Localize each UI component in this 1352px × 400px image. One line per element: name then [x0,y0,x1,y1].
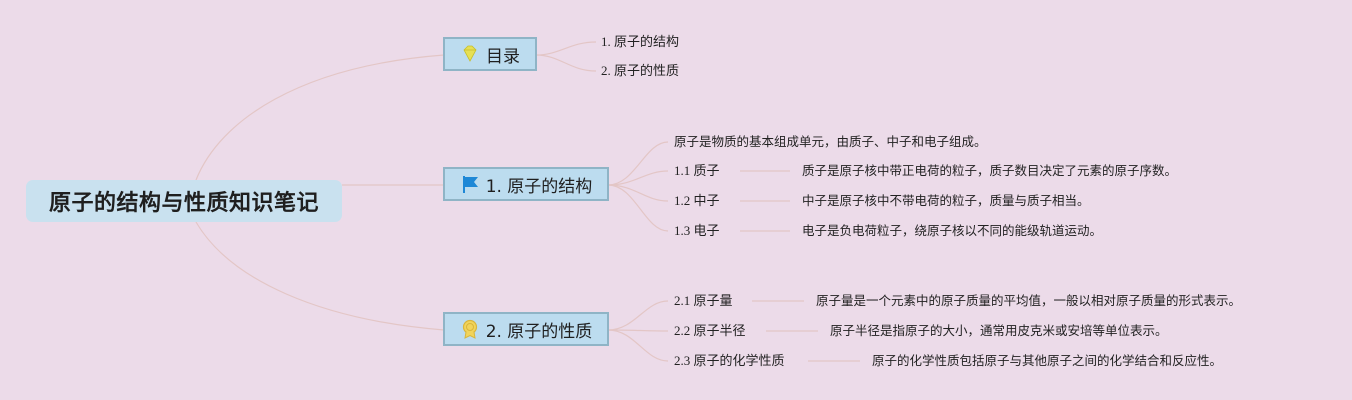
structure-desc-neutron[interactable]: 中子是原子核中不带电荷的粒子，质量与质子相当。 [802,193,1090,208]
connector-structure-2 [607,184,669,202]
properties-desc-atomic-mass[interactable]: 原子量是一个元素中的原子质量的平均值，一般以相对原子质量的形式表示。 [816,293,1242,308]
properties-item-atomic-radius[interactable]: 2.2 原子半径 [674,323,746,338]
connector-root-properties [195,221,445,331]
structure-item-electron[interactable]: 1.3 电子 [674,223,720,238]
connector-toc-1 [535,41,597,56]
connector-toc-2 [535,54,597,72]
branch-properties-label: 2. 原子的性质 [485,321,593,342]
connector-properties-3 [607,329,669,362]
toc-item-1[interactable]: 1. 原子的结构 [601,34,680,49]
connector-structure-1 [607,170,669,186]
award-medal-icon [460,319,480,339]
branch-structure-label: 1. 原子的结构 [485,176,593,197]
properties-desc-atomic-radius[interactable]: 原子半径是指原子的大小，通常用皮克米或安培等单位表示。 [830,323,1168,338]
branch-toc[interactable]: 目录 [443,37,537,71]
structure-desc-proton[interactable]: 质子是原子核中带正电荷的粒子，质子数目决定了元素的原子序数。 [802,163,1178,178]
connector-properties-1 [607,300,669,331]
connector-structure-3 [607,184,669,232]
structure-intro[interactable]: 原子是物质的基本组成单元，由质子、中子和电子组成。 [674,134,987,149]
root-title: 原子的结构与性质知识笔记 [48,191,319,216]
branch-toc-label: 目录 [486,46,520,67]
structure-item-neutron[interactable]: 1.2 中子 [674,193,720,208]
structure-item-proton[interactable]: 1.1 质子 [674,163,720,178]
branch-properties[interactable]: 2. 原子的性质 [443,312,609,346]
connector-structure-intro [607,141,669,186]
structure-desc-electron[interactable]: 电子是负电荷粒子，绕原子核以不同的能级轨道运动。 [802,223,1103,238]
root-node[interactable]: 原子的结构与性质知识笔记 [26,180,342,222]
properties-desc-chemical[interactable]: 原子的化学性质包括原子与其他原子之间的化学结合和反应性。 [872,353,1223,368]
properties-item-atomic-mass[interactable]: 2.1 原子量 [674,293,733,308]
diamond-icon [460,44,480,64]
flag-icon [460,174,480,194]
branch-structure[interactable]: 1. 原子的结构 [443,167,609,201]
properties-item-chemical[interactable]: 2.3 原子的化学性质 [674,353,785,368]
connector-root-toc [195,54,445,181]
toc-item-2[interactable]: 2. 原子的性质 [601,63,680,78]
